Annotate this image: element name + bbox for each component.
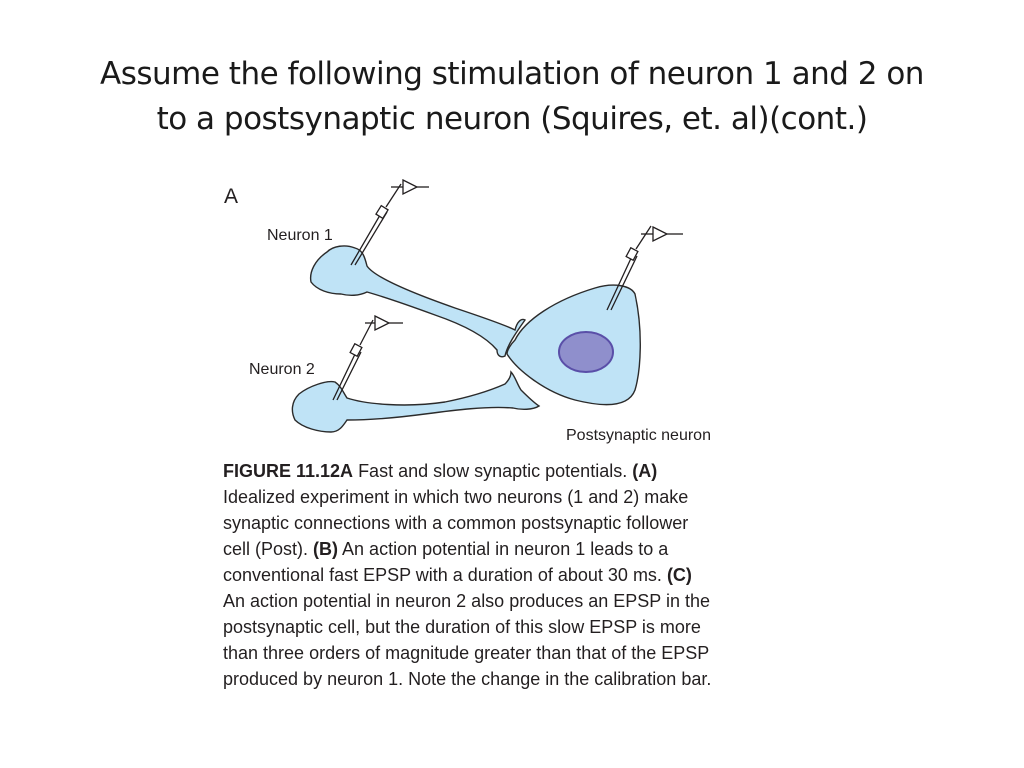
caption-text: (C) [666, 565, 692, 585]
caption-line: produced by neuron 1. Note the change in… [223, 666, 823, 692]
electrode-icon [332, 319, 374, 401]
caption-text: An action potential in neuron 1 leads to… [338, 539, 669, 559]
caption-line: FIGURE 11.12A Fast and slow synaptic pot… [223, 458, 823, 484]
caption-line: than three orders of magnitude greater t… [223, 640, 823, 666]
amplifier-icon [641, 225, 683, 243]
caption-text: synaptic connections with a common posts… [223, 513, 689, 533]
caption-text: cell (Post). [223, 539, 314, 559]
postsynaptic-label: Postsynaptic neuron [566, 427, 711, 444]
slide-title: Assume the following stimulation of neur… [40, 52, 984, 142]
caption-text: postsynaptic cell, but the duration of t… [223, 617, 701, 637]
neuron-2-label: Neuron 2 [249, 361, 315, 378]
slide-title-line-2: to a postsynaptic neuron (Squires, et. a… [156, 101, 868, 137]
neuron-2 [291, 370, 541, 433]
caption-line: An action potential in neuron 2 also pro… [223, 588, 823, 614]
caption-line: cell (Post). (B) An action potential in … [223, 536, 823, 562]
caption-text: (A) [632, 461, 658, 481]
electrode-icon [350, 183, 402, 266]
caption-text: produced by neuron 1. Note the change in… [223, 669, 712, 689]
caption-text: Fast and slow synaptic potentials. [353, 461, 633, 481]
nucleus [558, 331, 614, 373]
caption-text: FIGURE 11.12A [223, 461, 354, 481]
amplifier-icon [365, 314, 403, 332]
caption-text: An action potential in neuron 2 also pro… [223, 591, 711, 611]
amplifier-icon [391, 178, 429, 196]
caption-line: conventional fast EPSP with a duration o… [223, 562, 823, 588]
caption-text: than three orders of magnitude greater t… [223, 643, 710, 663]
electrode-icon [606, 225, 652, 311]
neuron-diagram: A [224, 178, 711, 444]
slide-title-line-1: Assume the following stimulation of neur… [100, 56, 924, 92]
caption-text: Idealized experiment in which two neuron… [223, 487, 689, 507]
neuron-1 [309, 245, 527, 358]
figure-caption: FIGURE 11.12A Fast and slow synaptic pot… [223, 458, 823, 692]
caption-text: (B) [313, 539, 339, 559]
caption-text: conventional fast EPSP with a duration o… [223, 565, 667, 585]
panel-label: A [224, 185, 238, 208]
caption-line: synaptic connections with a common posts… [223, 510, 823, 536]
neuron-1-label: Neuron 1 [267, 227, 333, 244]
caption-line: Idealized experiment in which two neuron… [223, 484, 823, 510]
caption-line: postsynaptic cell, but the duration of t… [223, 614, 823, 640]
neuron-figure: A [215, 170, 815, 460]
